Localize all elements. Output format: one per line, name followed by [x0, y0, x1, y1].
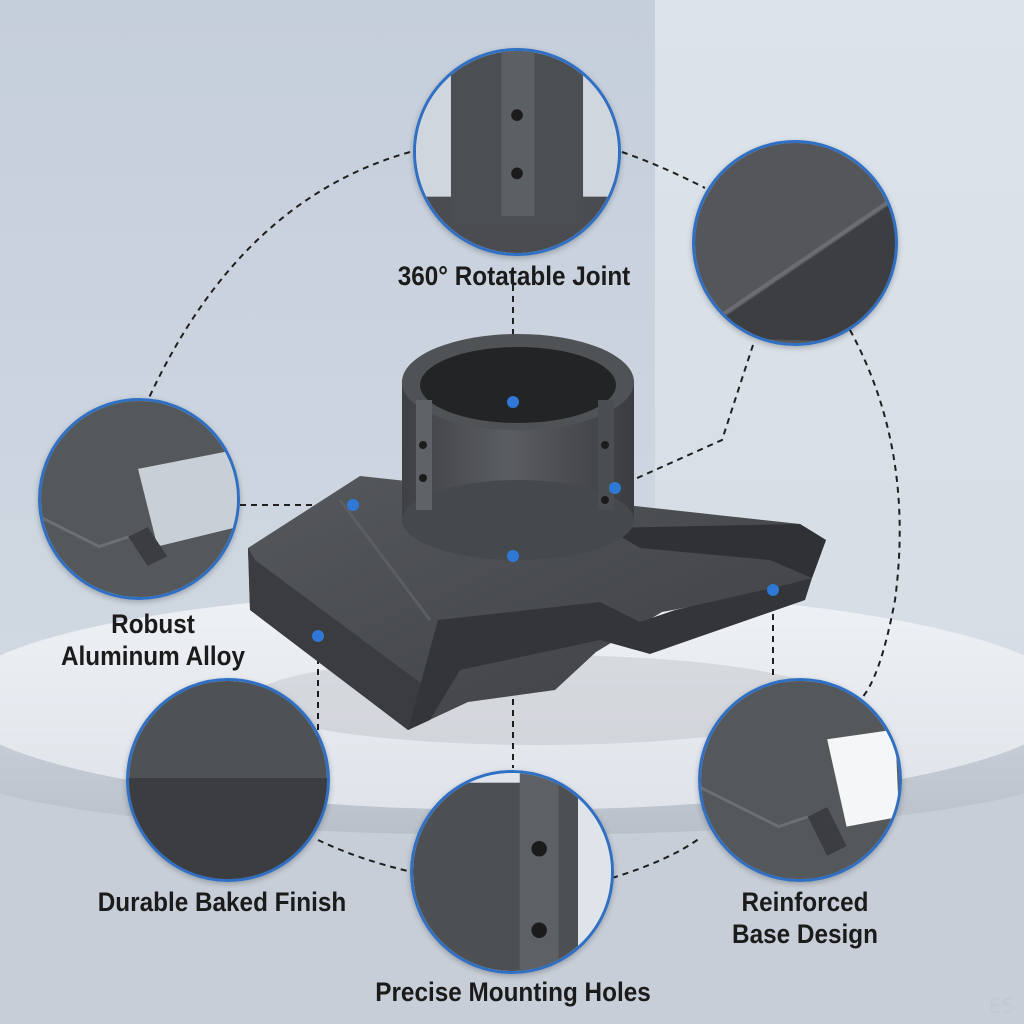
label-aluminum-alloy-line2: Aluminum Alloy [60, 641, 246, 671]
marker-dot-joint [507, 396, 519, 408]
marker-dot-alloy [347, 499, 359, 511]
watermark-text: E5 [988, 994, 1014, 1018]
detail-bubble-holes [410, 770, 614, 974]
label-aluminum-alloy: Robust Aluminum Alloy [41, 608, 266, 672]
label-aluminum-alloy-line1: Robust [111, 609, 195, 639]
label-rotatable-joint: 360° Rotatable Joint [397, 261, 631, 291]
detail-bubble-base [698, 678, 902, 882]
detail-bubble-finish [126, 678, 330, 882]
detail-bubble-texture [692, 140, 898, 346]
detail-bubble-joint [413, 48, 621, 256]
label-reinforced-base: Reinforced Base Design [711, 886, 900, 950]
marker-dot-rib [609, 482, 621, 494]
marker-dot-base [767, 584, 779, 596]
marker-dot-holes [507, 550, 519, 562]
label-reinforced-base-line1: Reinforced [741, 887, 869, 917]
detail-bubble-alloy [38, 398, 240, 600]
label-baked-finish: Durable Baked Finish [97, 887, 347, 917]
marker-dot-finish [312, 630, 324, 642]
label-reinforced-base-line2: Base Design [732, 919, 878, 949]
label-mounting-holes: Precise Mounting Holes [375, 977, 651, 1007]
